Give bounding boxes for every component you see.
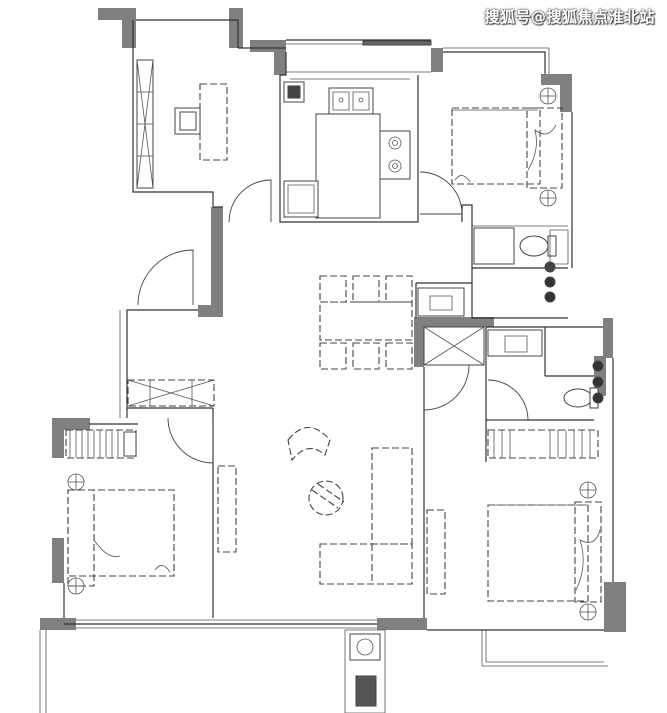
bathroom-2-fixtures (488, 330, 603, 408)
door-swings (138, 172, 528, 463)
bathroom-1-fixtures (418, 228, 568, 365)
wall-outlines (40, 20, 613, 713)
watermark-text: 搜狐号@搜狐焦点淮北站 (484, 8, 655, 26)
balcony-appliance (350, 634, 380, 706)
living-area (128, 380, 445, 594)
top-right-bedroom (452, 88, 562, 206)
right-bedroom (488, 430, 601, 620)
left-bedroom (66, 430, 174, 594)
structural-walls (40, 8, 626, 632)
study-furniture (137, 60, 227, 188)
dining-area (320, 276, 412, 369)
kitchen-furniture (284, 82, 410, 218)
